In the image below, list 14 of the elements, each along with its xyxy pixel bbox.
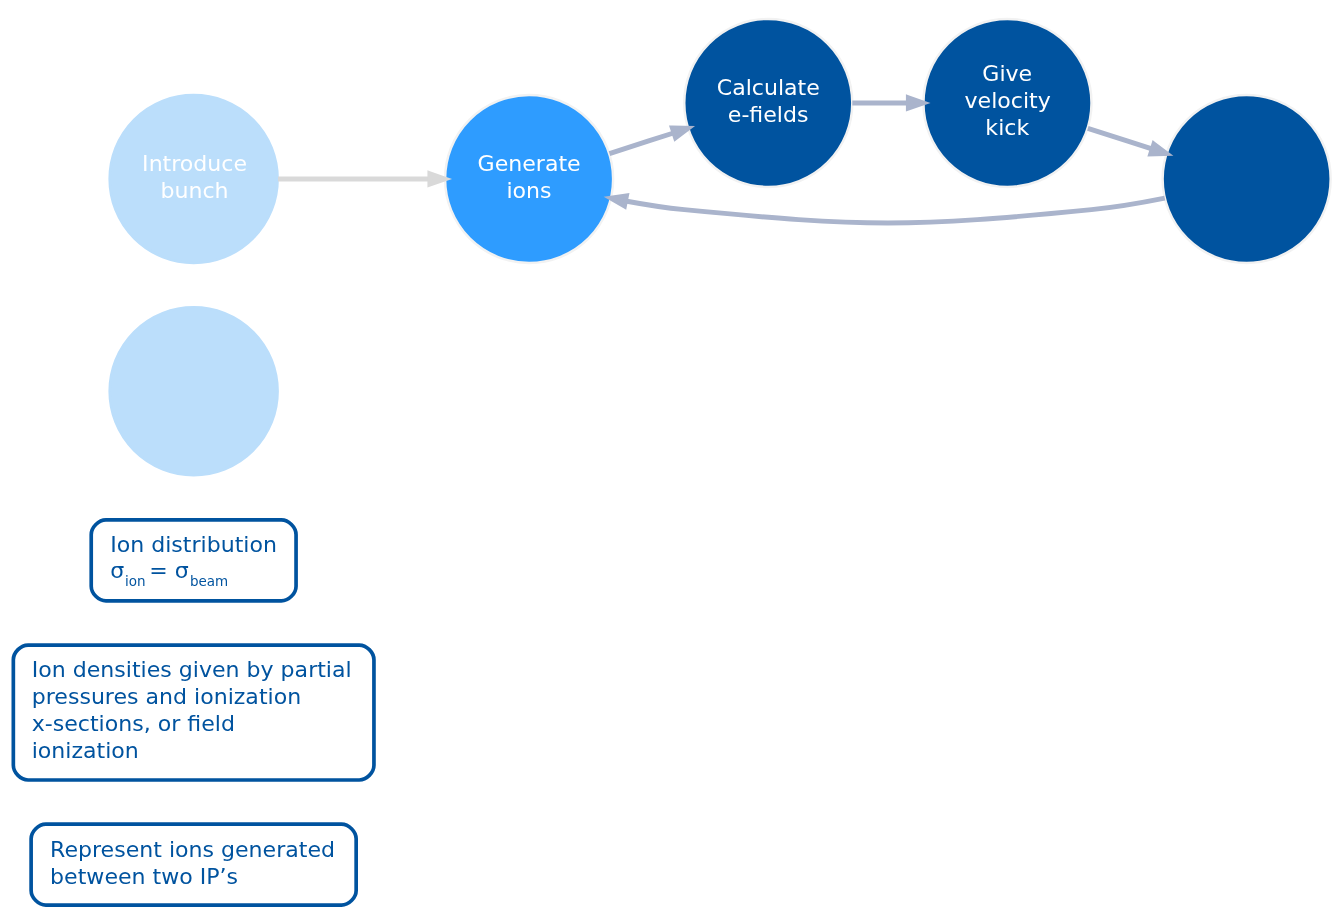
node-circle: Give velocity kick	[922, 17, 1093, 189]
node-box: Represent ions generated between two IP’s	[29, 822, 358, 907]
node-circle: Generate ions	[443, 93, 615, 265]
node-circle: Calculate e-fields	[683, 17, 854, 189]
node-circle	[108, 305, 279, 477]
arrow	[608, 125, 696, 156]
arrow	[603, 192, 1166, 226]
arrow	[278, 170, 453, 188]
node-circle: Introduce bunch	[108, 93, 279, 265]
arrow	[1087, 126, 1174, 157]
node-circle	[1161, 93, 1332, 265]
node-box: Ion densities given by partial pressures and ionization x-sections, or field ionization	[11, 643, 376, 782]
arrow	[852, 94, 931, 112]
node-box: Ion distribution σ$_{ion}$ = σ$_{beam}$	[89, 518, 298, 603]
